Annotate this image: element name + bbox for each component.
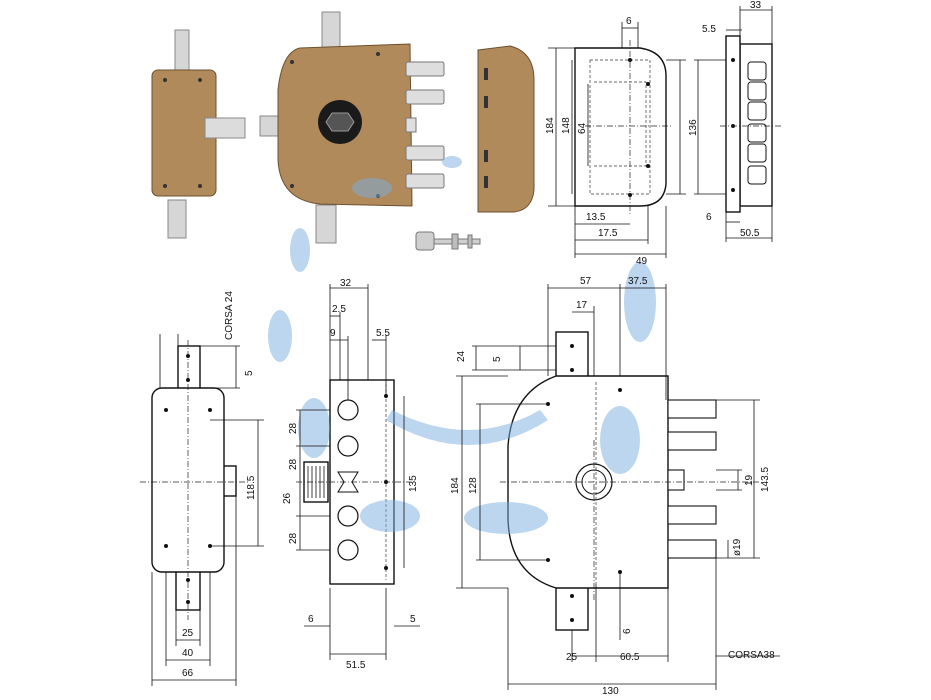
lock-front-view [500,331,760,631]
dim-label: 28 [288,458,299,470]
dim-label: 184 [450,477,461,494]
dim-label: 25 [182,628,194,639]
dim-label: 57 [580,276,592,287]
dim-label: 50.5 [740,228,760,239]
dim-label: 40 [182,648,194,659]
lock-photo [477,45,535,213]
dim-label: 148 [561,117,572,134]
dim-label: 2.5 [332,304,346,315]
dim-label: 143.5 [760,467,771,492]
strike-plate-front-view [574,40,672,215]
dim-label: CORSA 24 [224,291,235,340]
dim-label: 19 [744,474,755,486]
dim-label: 17 [576,300,588,311]
dim-label: 5.5 [376,328,390,339]
dim-label: 64 [577,122,588,134]
dim-label: 5 [410,614,416,625]
dim-label: 28 [288,422,299,434]
dim-label: 66 [182,668,194,679]
dim-label: 136 [688,119,699,136]
strike-plate-side-view [720,35,782,213]
dim-label: 28 [288,532,299,544]
dim-label: 128 [468,477,479,494]
lock-photo [259,11,445,244]
dim-label: 60.5 [620,652,640,663]
watermark-shape [268,156,656,534]
dim-label: 130 [602,686,619,697]
dim-label: 26 [282,492,293,504]
key-icon [415,231,481,251]
dim-label: 25 [566,652,578,663]
dim-label: 32 [340,278,352,289]
dim-label: 49 [636,256,648,267]
dim-label: 118.5 [246,475,257,500]
dim-label: 33 [750,0,762,11]
dim-label: 51.5 [346,660,366,671]
dim-label: 13.5 [586,212,606,223]
dim-label: 135 [408,475,419,492]
lock-photo [151,29,246,239]
rim-keeper-front-view [140,340,250,620]
dimension-labels: 6 184 148 64 136 13.5 17.5 49 33 5.5 6 5… [182,0,775,697]
dim-label: 6 [626,16,632,27]
dim-label: 6 [308,614,314,625]
dim-label: 24 [456,350,467,362]
dim-label: 6 [622,628,633,634]
dim-label: 37.5 [628,276,648,287]
dim-label: 6 [706,212,712,223]
dim-label: 184 [545,117,556,134]
dim-label: 5 [244,370,255,376]
dim-label: ø19 [732,538,743,556]
dim-label: 5.5 [702,24,716,35]
lock-side-view [296,379,410,585]
dim-label: CORSA38 [728,650,775,661]
dim-label: 17.5 [598,228,618,239]
dimension-lines [151,6,780,690]
dim-label: 5 [492,356,503,362]
dim-label: 9 [330,328,336,339]
